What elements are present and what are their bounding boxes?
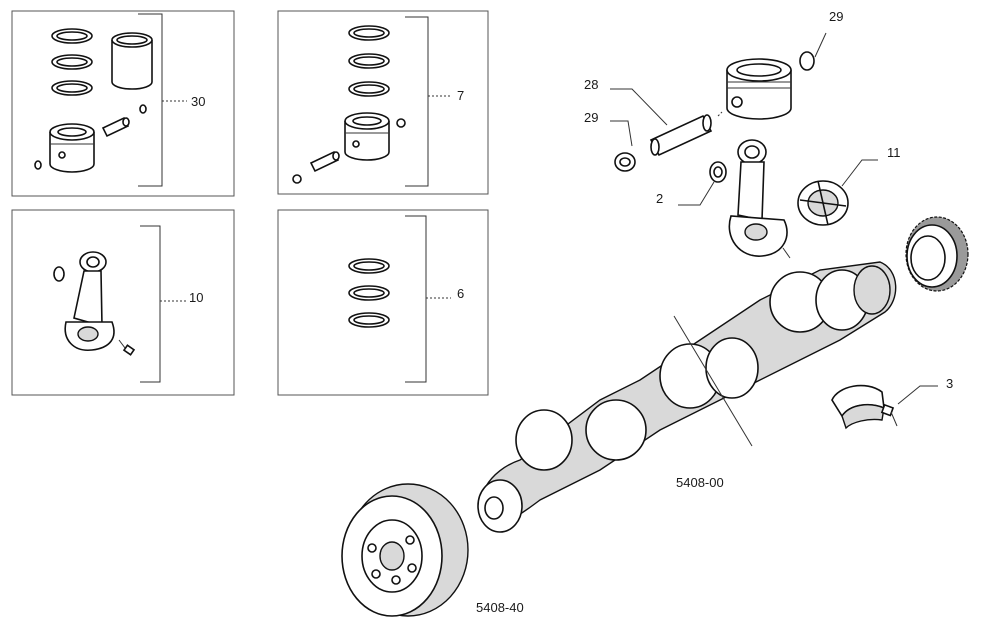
- leader-29-left: [610, 120, 633, 147]
- label-kit-6: 6: [457, 286, 464, 301]
- leader-28: [610, 88, 668, 126]
- leader-2: [678, 181, 715, 206]
- circlip-29-left-hole: [619, 157, 631, 167]
- bearing-shell-11: [797, 180, 849, 226]
- piston-2: [344, 112, 390, 161]
- piston-ring-set-3: [348, 258, 390, 328]
- piston-pin-main: [649, 114, 713, 157]
- kit-frame-piston-liner: [11, 10, 235, 197]
- timing-gear: [905, 216, 969, 292]
- label-29-top: 29: [829, 9, 843, 24]
- label-29-left: 29: [584, 110, 598, 125]
- kit-bracket-10: [140, 225, 161, 383]
- kit-bracket-7: [405, 16, 429, 187]
- crankshaft-pulley: [341, 483, 469, 617]
- circlip-2b: [292, 174, 302, 184]
- label-kit-10: 10: [189, 290, 203, 305]
- piston-1: [49, 123, 95, 173]
- kit-bracket-30: [138, 13, 163, 187]
- label-crankshaft-group: 5408-00: [676, 475, 724, 490]
- piston-pin-2: [309, 150, 340, 173]
- kit-bracket-6: [405, 215, 427, 383]
- label-11: 11: [887, 145, 901, 160]
- piston-pin-1: [101, 116, 130, 138]
- connecting-rod-main: [728, 139, 791, 259]
- main-bearing-shell: [831, 384, 885, 430]
- conrod-bush-kit: [53, 266, 65, 282]
- piston-ring-set-2: [348, 25, 390, 97]
- pin-axis-dash: [717, 111, 723, 117]
- label-28: 28: [584, 77, 598, 92]
- circlip-1a: [139, 104, 147, 114]
- label-kit-30: 30: [191, 94, 205, 109]
- label-pulley-group: 5408-40: [476, 600, 524, 615]
- label-2: 2: [656, 191, 663, 206]
- cylinder-liner: [111, 32, 153, 90]
- piston-ring-set-1: [51, 28, 93, 96]
- piston-main: [726, 58, 792, 120]
- connecting-rod-kit: [64, 251, 115, 351]
- circlip-29-top: [799, 51, 815, 71]
- conrod-bush-main-hole: [713, 166, 723, 178]
- conrod-bolt-kit: [118, 339, 136, 356]
- leader-11: [841, 159, 878, 187]
- label-kit-7: 7: [457, 88, 464, 103]
- crankshaft: [477, 261, 897, 533]
- label-3: 3: [946, 376, 953, 391]
- leader-3: [897, 385, 938, 405]
- kit-frame-rings: [277, 209, 489, 396]
- kit-frame-conrod: [11, 209, 235, 396]
- main-bearing-bolt: [880, 403, 898, 427]
- circlip-2a: [396, 118, 406, 128]
- kit-frame-piston: [277, 10, 489, 195]
- leader-29-top: [814, 32, 827, 58]
- circlip-1b: [34, 160, 42, 170]
